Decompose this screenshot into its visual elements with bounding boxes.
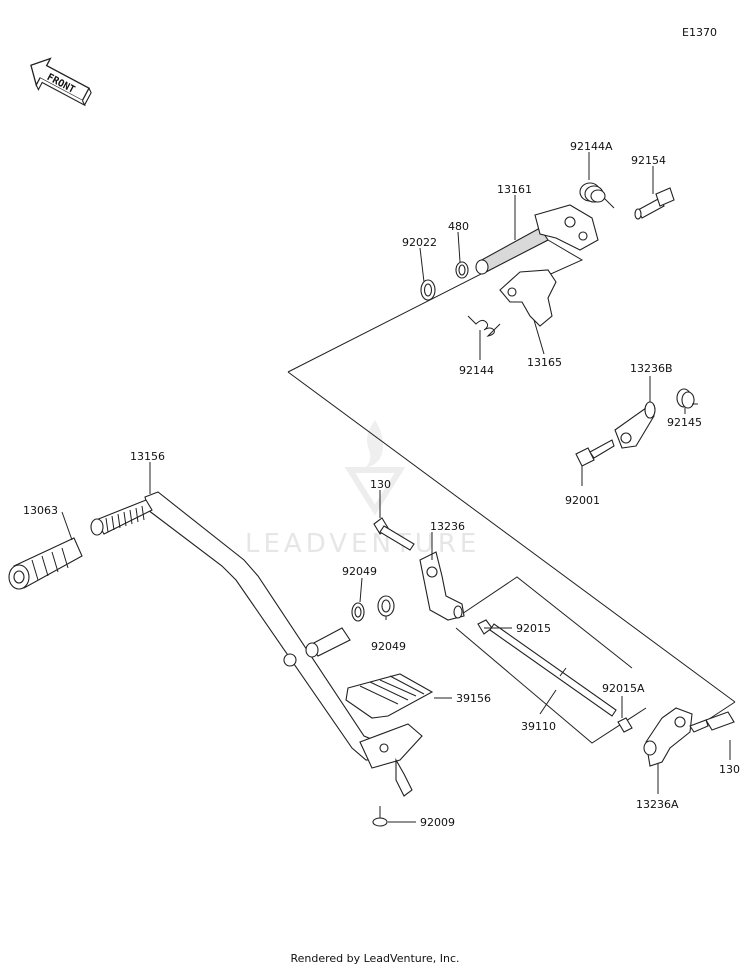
part-92154-bolt[interactable]: [634, 187, 675, 220]
label-13165[interactable]: 13165: [527, 356, 562, 369]
part-92144A-spring[interactable]: [579, 182, 615, 209]
part-13161-shift-shaft[interactable]: [475, 204, 599, 275]
label-130-lower[interactable]: 130: [719, 763, 740, 776]
label-13063[interactable]: 13063: [23, 504, 58, 517]
part-92049-washer-right[interactable]: [377, 595, 395, 617]
label-130-upper[interactable]: 130: [370, 478, 391, 491]
part-92144-spring[interactable]: [467, 315, 501, 337]
part-92145-spring[interactable]: [676, 388, 698, 409]
label-13236A[interactable]: 13236A: [636, 798, 679, 811]
part-13156-shift-pedal[interactable]: [90, 491, 398, 761]
diagram-code: E1370: [682, 26, 717, 39]
part-footplate: [359, 723, 423, 797]
label-92154[interactable]: 92154: [631, 154, 666, 167]
leader-lines: [61, 152, 731, 823]
label-92022[interactable]: 92022: [402, 236, 437, 249]
part-130-bolt-lower[interactable]: [689, 711, 735, 733]
label-13236B[interactable]: 13236B: [630, 362, 673, 375]
label-92049-left[interactable]: 92049: [342, 565, 377, 578]
label-13236[interactable]: 13236: [430, 520, 465, 533]
part-13165-plate[interactable]: [499, 269, 557, 327]
part-13063-rubber[interactable]: [8, 537, 83, 590]
label-92144[interactable]: 92144: [459, 364, 494, 377]
label-39110[interactable]: 39110: [521, 720, 556, 733]
watermark-text: LEADVENTURE: [245, 529, 480, 559]
footer-credit: Rendered by LeadVenture, Inc.: [290, 952, 460, 965]
part-480-circlip[interactable]: [455, 261, 469, 279]
label-92015A[interactable]: 92015A: [602, 682, 645, 695]
front-arrow-icon: FRONT: [30, 57, 92, 107]
part-92015A-nut[interactable]: [617, 717, 633, 733]
label-92015[interactable]: 92015: [516, 622, 551, 635]
part-39156-pad[interactable]: [345, 673, 434, 719]
label-13156[interactable]: 13156: [130, 450, 165, 463]
part-130-bolt-upper[interactable]: [373, 517, 415, 551]
label-92144A[interactable]: 92144A: [570, 140, 613, 153]
part-13236-lever[interactable]: [419, 551, 465, 621]
label-92145[interactable]: 92145: [667, 416, 702, 429]
part-92009-screw[interactable]: [372, 806, 388, 827]
part-92049-washer-left[interactable]: [351, 602, 365, 622]
part-92015-nut[interactable]: [477, 619, 493, 635]
part-13236B-arm[interactable]: [614, 401, 656, 449]
label-480[interactable]: 480: [448, 220, 469, 233]
label-92049-right[interactable]: 92049: [371, 640, 406, 653]
part-92001-bolt[interactable]: [575, 439, 615, 467]
label-13161[interactable]: 13161: [497, 183, 532, 196]
reference-lines: [287, 239, 736, 744]
watermark-logo: [344, 420, 406, 516]
part-13236A-lever[interactable]: [643, 707, 693, 767]
label-39156[interactable]: 39156: [456, 692, 491, 705]
label-92009[interactable]: 92009: [420, 816, 455, 829]
part-92022-washer[interactable]: [420, 279, 436, 301]
label-92001[interactable]: 92001: [565, 494, 600, 507]
part-39110-rod[interactable]: [489, 623, 617, 717]
